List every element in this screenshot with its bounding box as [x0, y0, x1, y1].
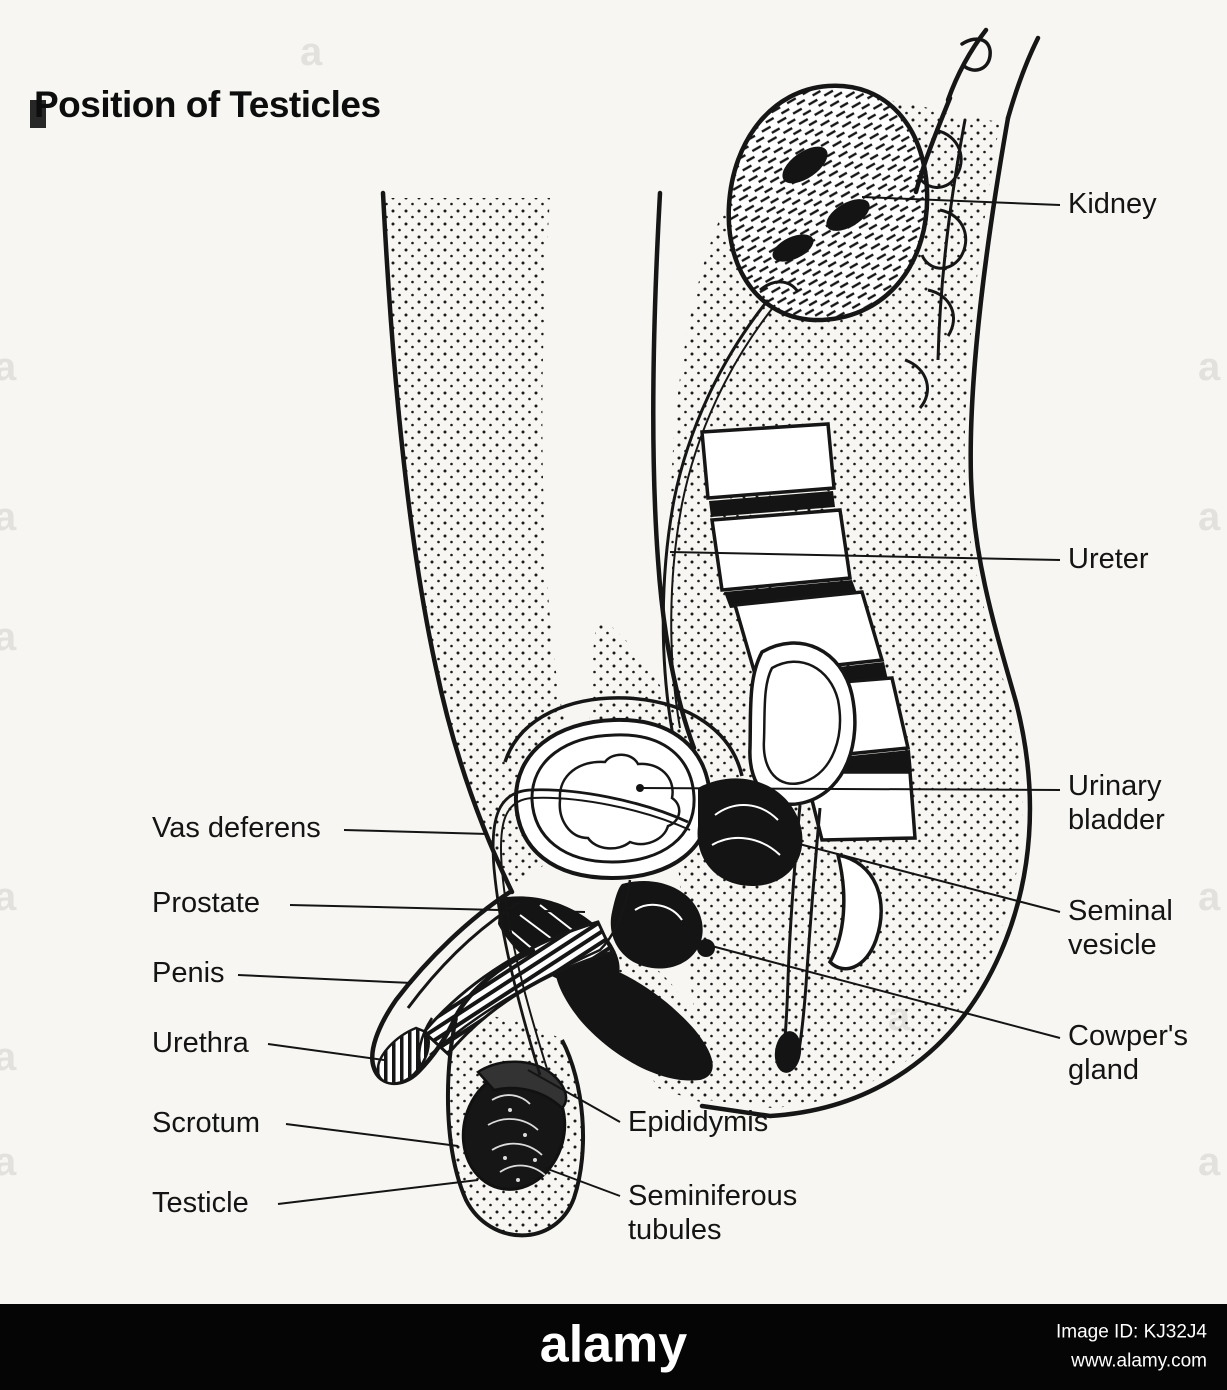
scrotum-outline: [445, 1017, 586, 1238]
scallop: [904, 358, 929, 409]
rectum-loop-inner: [762, 660, 842, 785]
leader-testicle: [277, 1179, 479, 1205]
speckle: [523, 1133, 527, 1137]
label-penis: Penis: [152, 957, 225, 989]
bowel-scallops: [904, 119, 968, 409]
upper-back-line: [1005, 35, 1041, 121]
leader-epididymis: [527, 1069, 621, 1123]
leader-scrotum: [285, 1123, 459, 1147]
prostate-shape: [610, 881, 703, 969]
anal-canal-line: [797, 807, 822, 1051]
penis-dorsal-line: [406, 900, 521, 1009]
coccyx: [827, 852, 883, 971]
speckle: [508, 1108, 512, 1112]
anus: [774, 1031, 802, 1073]
alamy-logo: alamy: [539, 1315, 688, 1374]
scan-artifact: [30, 100, 46, 128]
epididymis-shape: [476, 1060, 568, 1110]
anatomy-illustration: [237, 27, 1061, 1238]
seminal-vesicle-texture: [711, 837, 781, 856]
label-cowpers-gland: Cowper's gland: [1068, 1020, 1188, 1086]
label-ureter: Ureter: [1068, 543, 1149, 575]
tubule-squiggle: [491, 1094, 531, 1105]
leader-vas-deferens: [343, 829, 489, 835]
label-testicle: Testicle: [152, 1187, 249, 1219]
vertebra: [700, 422, 836, 500]
diagram-title: Position of Testicles: [34, 84, 381, 125]
glans-shape: [376, 1026, 430, 1085]
leader-cowpers-gland: [703, 943, 1061, 1039]
scallop: [920, 208, 968, 270]
foreskin-line: [418, 1017, 434, 1071]
leader-urinary-bladder: [639, 787, 1061, 791]
pelvic-stipple: [589, 615, 686, 748]
body-outline: [380, 27, 1041, 1119]
back-inner-contour: [936, 119, 967, 361]
leader-seminiferous-tubules: [544, 1167, 621, 1197]
leader-seminal-vesicle: [729, 825, 1061, 913]
disc-gap: [709, 491, 835, 517]
label-urethra: Urethra: [152, 1027, 249, 1059]
label-seminiferous-tubules: Seminiferous tubules: [628, 1180, 798, 1246]
neck-hook: [960, 37, 992, 72]
bladder-inner-wall: [530, 733, 696, 864]
label-epididymis: Epididymis: [628, 1106, 769, 1138]
renal-hilum: [759, 280, 800, 293]
leader-ureter: [669, 551, 1061, 561]
label-seminal-vesicle: Seminal vesicle: [1068, 895, 1173, 961]
inner-abdominal-line: [650, 190, 697, 751]
back-and-buttock-line: [699, 115, 1033, 1119]
kidney-medulla: [772, 234, 814, 262]
neck-line: [945, 27, 989, 103]
speckle: [533, 1158, 537, 1162]
tubule-squiggle: [499, 1164, 546, 1176]
rectum-illustration: [748, 641, 857, 1073]
leader-dot-bladder: [636, 784, 644, 792]
bladder-lumen: [558, 753, 681, 850]
vas-deferens-line: [499, 796, 691, 1073]
penis-illustration: [370, 879, 632, 1085]
label-scrotum: Scrotum: [152, 1107, 260, 1139]
front-abdominal-line: [380, 190, 515, 895]
leader-penis: [237, 974, 413, 984]
flank-line: [913, 95, 953, 195]
watermark-meta: Image ID: KJ32J4 www.alamy.com: [1056, 1318, 1207, 1377]
cowpers-gland-shape: [697, 939, 715, 957]
prostate-texture: [634, 903, 683, 921]
label-vas-deferens: Vas deferens: [152, 812, 321, 844]
seminal-vesicle-texture: [714, 803, 779, 821]
kidney-illustration: [726, 83, 930, 323]
scallop: [927, 288, 955, 337]
seminiferous-texture: [487, 1094, 546, 1176]
vertebra: [710, 508, 852, 592]
kidney-medulla: [826, 199, 870, 231]
vas-deferens-line: [491, 788, 689, 1076]
leader-kidney: [861, 196, 1061, 206]
speckle: [503, 1156, 507, 1160]
speckle: [516, 1178, 520, 1182]
label-kidney: Kidney: [1068, 188, 1157, 220]
label-prostate: Prostate: [152, 887, 260, 919]
leader-urethra: [267, 1043, 385, 1061]
label-urinary-bladder: Urinary bladder: [1068, 770, 1165, 836]
leader-prostate: [289, 904, 586, 913]
vas-deferens-illustration: [491, 788, 691, 1076]
tubule-squiggle: [487, 1118, 539, 1131]
tubule-squiggle: [491, 1142, 543, 1156]
peritoneal-fold: [503, 696, 744, 777]
urethra-line: [429, 879, 632, 1056]
tubule-speckles: [503, 1108, 537, 1182]
watermark-url: www.alamy.com: [1071, 1351, 1207, 1372]
kidney-medulla: [782, 146, 828, 184]
watermark-bar: alamy Image ID: KJ32J4 www.alamy.com: [0, 1304, 1227, 1390]
scrotum-illustration: [445, 1017, 586, 1238]
leader-lines: [237, 196, 1061, 1205]
kidney-body: [726, 83, 930, 323]
image-id: Image ID: KJ32J4: [1055, 1321, 1207, 1343]
